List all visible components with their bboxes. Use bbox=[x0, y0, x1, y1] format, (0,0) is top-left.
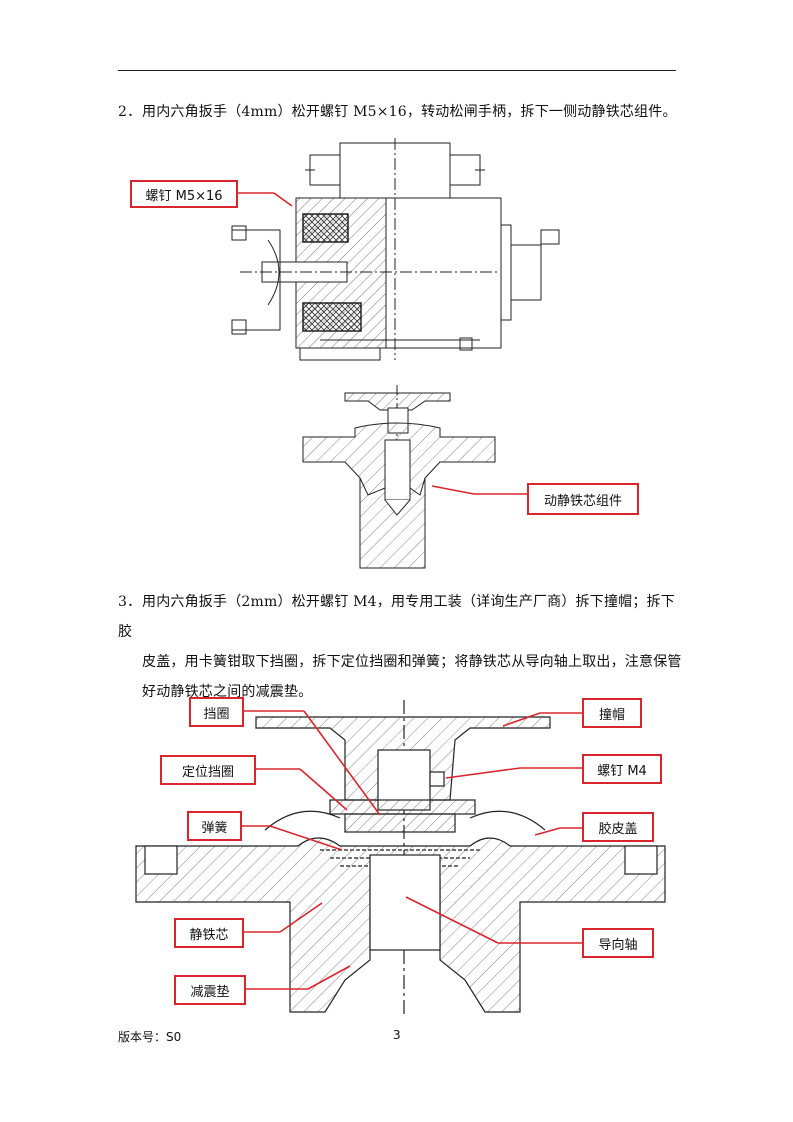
step-3-number: 3． bbox=[118, 594, 142, 610]
step-3-paragraph: 3．用内六角扳手（2mm）松开螺钉 M4，用专用工装（详询生产厂商）拆下撞帽；拆… bbox=[118, 587, 683, 707]
callout-screw-m4: 螺钉 M4 bbox=[582, 754, 662, 784]
callout-screw-m5x16: 螺钉 M5×16 bbox=[130, 180, 238, 208]
brake-housing-drawing bbox=[231, 138, 560, 361]
callout-spring: 弹簧 bbox=[187, 811, 242, 841]
header-rule bbox=[118, 70, 676, 71]
core-assembly-drawing bbox=[302, 385, 496, 569]
footer-version: 版本号：S0 bbox=[118, 1030, 182, 1044]
step-3-line-3: 好动静铁芯之间的减震垫。 bbox=[142, 684, 313, 700]
callout-cap: 撞帽 bbox=[582, 698, 642, 728]
step-3-line-2: 皮盖，用卡簧钳取下挡圈，拆下定位挡圈和弹簧；将静铁芯从导向轴上取出，注意保管 bbox=[142, 654, 682, 670]
callout-damping-pad: 减震垫 bbox=[174, 975, 246, 1005]
footer-page-number: 3 bbox=[393, 1028, 401, 1042]
step-2-number: 2． bbox=[118, 104, 142, 120]
callout-core-assembly: 动静铁芯组件 bbox=[527, 483, 639, 515]
step-2-text: 用内六角扳手（4mm）松开螺钉 M5×16，转动松闸手柄，拆下一侧动静铁芯组件。 bbox=[142, 104, 677, 120]
fig2-leaders bbox=[242, 710, 582, 990]
detail-section-drawing bbox=[135, 700, 666, 1015]
step-2-paragraph: 2．用内六角扳手（4mm）松开螺钉 M5×16，转动松闸手柄，拆下一侧动静铁芯组… bbox=[118, 97, 683, 127]
callout-rubber-cover: 胶皮盖 bbox=[582, 812, 654, 842]
callout-guide-shaft: 导向轴 bbox=[582, 928, 654, 958]
leader-screw-m5 bbox=[238, 192, 293, 207]
step-3-line-1: 用内六角扳手（2mm）松开螺钉 M4，用专用工装（详询生产厂商）拆下撞帽；拆下胶 bbox=[118, 594, 675, 640]
callout-positioning-ring: 定位挡圈 bbox=[160, 755, 256, 785]
callout-retaining-ring: 挡圈 bbox=[189, 697, 244, 727]
callout-static-core: 静铁芯 bbox=[174, 918, 244, 948]
leader-core-assembly bbox=[431, 485, 527, 495]
